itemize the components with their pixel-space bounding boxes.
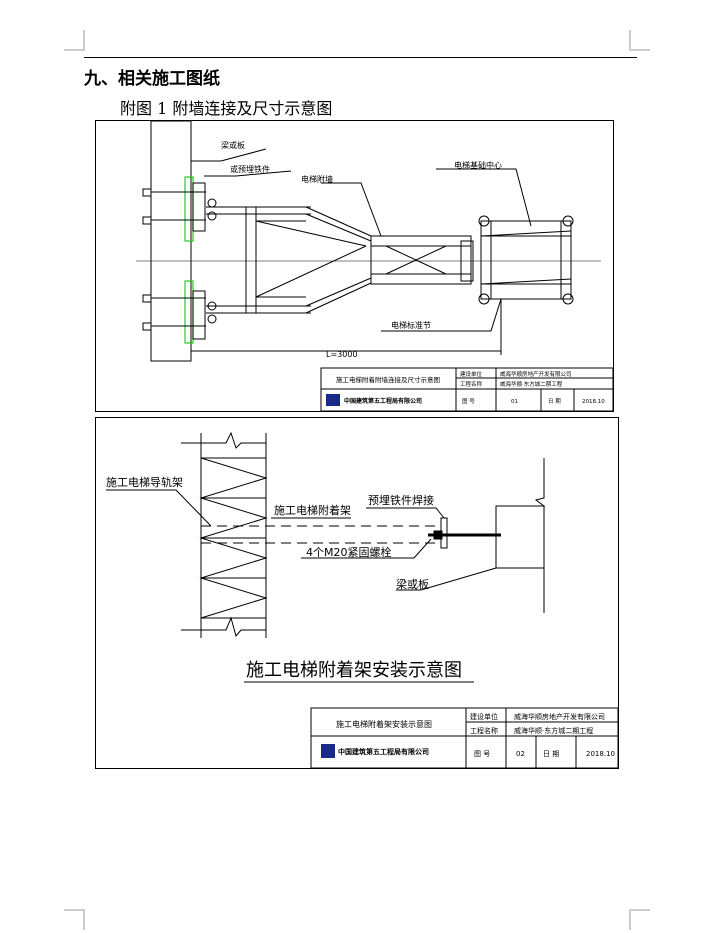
label-beam-slab: 梁或板 bbox=[221, 140, 245, 150]
label-wall-attach: 电梯附墙 bbox=[301, 174, 333, 184]
label-standard-section: 电梯标准节 bbox=[391, 320, 431, 330]
tb2-company-logo bbox=[321, 744, 335, 758]
dimension-label: L=3000 bbox=[326, 350, 358, 359]
tb2-date-value: 2018.10 bbox=[586, 750, 615, 758]
label-embedded-weld: 预埋铁件焊接 bbox=[368, 493, 434, 507]
tb1-drawing-no-value: 01 bbox=[511, 399, 518, 405]
tb1-company: 中国建筑第五工程局有限公司 bbox=[344, 397, 422, 405]
label-base-center: 电梯基础中心 bbox=[454, 160, 502, 170]
figure-caption: 附图 1 附墙连接及尺寸示意图 bbox=[120, 99, 333, 118]
tb2-date-label: 日 期 bbox=[543, 750, 559, 758]
label-guide-rail: 施工电梯导轨架 bbox=[106, 475, 183, 489]
tb1-unit-label: 建设单位 bbox=[460, 370, 483, 378]
header-rule bbox=[84, 57, 637, 58]
tb2-title: 施工电梯附着架安装示意图 bbox=[336, 719, 432, 729]
embedded-plate-bottom bbox=[184, 280, 194, 344]
figure-1-drawing: 梁或板 或预埋铁件 电梯附墙 电梯基础中心 电梯标准节 L=3000 施工电梯附… bbox=[95, 120, 614, 412]
label-embedded-part: 或预埋铁件 bbox=[230, 164, 270, 174]
tb1-date-label: 日 期 bbox=[548, 398, 561, 405]
section-heading: 九、相关施工图纸 bbox=[84, 69, 220, 89]
tb2-drawing-no-value: 02 bbox=[516, 750, 525, 758]
tb1-unit-value: 威海华顺房地产开发有限公司 bbox=[500, 370, 572, 378]
tb2-unit-label: 建设单位 bbox=[470, 712, 498, 721]
tb2-drawing-no-label: 图 号 bbox=[474, 750, 490, 758]
label-bolts: 4个M20紧固螺栓 bbox=[306, 545, 392, 559]
tb1-title: 施工电梯附着附墙连接及尺寸示意图 bbox=[336, 375, 440, 384]
figure-2-drawing: 施工电梯导轨架 施工电梯附着架 预埋铁件焊接 4个M20紧固螺栓 梁或板 施工电… bbox=[95, 417, 619, 769]
tb1-project-value: 威海华顺·东方城二期工程 bbox=[500, 380, 563, 388]
tb1-date-value: 2018.10 bbox=[582, 399, 605, 405]
label-beam-slab-2: 梁或板 bbox=[396, 577, 429, 591]
embedded-plate-top bbox=[184, 176, 194, 242]
tb1-drawing-no-label: 图 号 bbox=[462, 397, 475, 405]
figure-2-svg: 施工电梯导轨架 施工电梯附着架 预埋铁件焊接 4个M20紧固螺栓 梁或板 施工电… bbox=[106, 431, 619, 769]
tb2-project-value: 威海华顺·东方城二期工程 bbox=[514, 726, 593, 735]
tb2-company: 中国建筑第五工程局有限公司 bbox=[338, 747, 429, 756]
tb2-unit-value: 威海华顺房地产开发有限公司 bbox=[514, 712, 605, 721]
figure-1-svg: 梁或板 或预埋铁件 电梯附墙 电梯基础中心 电梯标准节 L=3000 施工电梯附… bbox=[136, 120, 614, 412]
tb2-project-label: 工程名称 bbox=[470, 726, 498, 735]
figure-2-big-title: 施工电梯附着架安装示意图 bbox=[246, 660, 462, 681]
tb1-project-label: 工程名称 bbox=[460, 380, 483, 388]
tb1-company-logo bbox=[326, 394, 340, 406]
label-attach-frame: 施工电梯附着架 bbox=[274, 503, 351, 517]
